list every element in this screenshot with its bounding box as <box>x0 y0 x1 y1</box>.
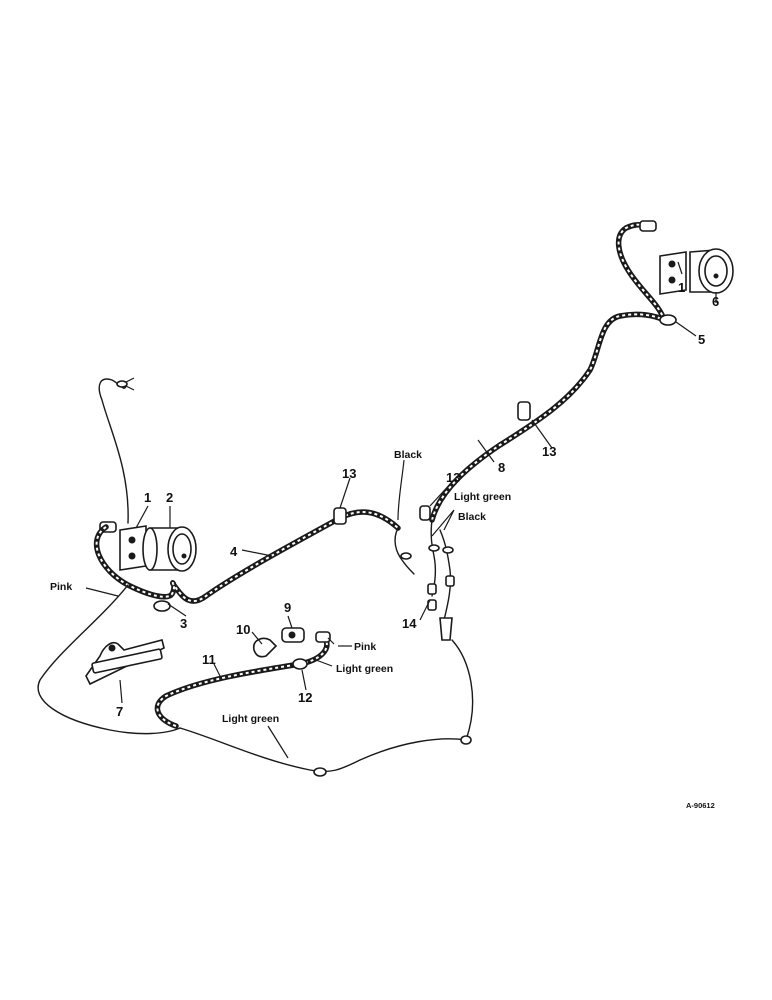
callout-6: 6 <box>712 294 719 309</box>
label-pink-connector: Pink <box>354 641 376 653</box>
label-black-top: Black <box>394 449 422 461</box>
wire-light-green-bottom <box>179 639 474 773</box>
right-lamp-bracket <box>659 251 687 295</box>
wire-left-upper <box>98 378 129 524</box>
clip-13-center <box>419 505 431 521</box>
clip-12 <box>292 658 308 670</box>
callout-11: 11 <box>202 652 216 667</box>
label-pink-left: Pink <box>50 581 72 593</box>
label-black-right: Black <box>458 511 486 523</box>
callout-10: 10 <box>236 622 250 637</box>
harness-8 <box>429 221 667 523</box>
callout-3: 3 <box>180 616 187 631</box>
left-lamp-bracket <box>119 525 147 571</box>
callout-2: 2 <box>166 490 173 505</box>
left-lamp <box>142 526 197 572</box>
callout-5: 5 <box>698 332 705 347</box>
license-bracket-7 <box>85 639 165 686</box>
lower-terminal <box>313 767 327 777</box>
callout-14: 14 <box>402 616 417 631</box>
connector-pink <box>315 631 331 643</box>
top-left-terminal <box>116 377 135 391</box>
callout-8: 8 <box>498 460 505 475</box>
clip-13-right <box>517 401 531 421</box>
wire-pink-left <box>37 584 181 735</box>
callout-1-right: 1 <box>678 280 685 295</box>
clip-5 <box>659 314 677 326</box>
callout-12: 12 <box>298 690 312 705</box>
harness-11 <box>154 637 330 729</box>
reference-code: A-90612 <box>686 801 715 810</box>
right-lower-terminal <box>460 735 472 745</box>
callout-1-left: 1 <box>144 490 151 505</box>
callout-13-center: 13 <box>446 470 460 485</box>
cap-10 <box>252 637 278 658</box>
clip-13-left <box>333 507 347 525</box>
callout-4: 4 <box>230 544 238 559</box>
clip-3 <box>153 600 171 612</box>
plug-9 <box>281 627 305 643</box>
callout-7: 7 <box>116 704 123 719</box>
callout-13-left: 13 <box>342 466 356 481</box>
junction-terminals <box>394 519 455 641</box>
right-lamp-connector <box>639 220 657 232</box>
label-light-green-connector: Light green <box>336 663 393 675</box>
leader-lines <box>85 261 717 759</box>
callout-9: 9 <box>284 600 291 615</box>
label-light-green-bottom: Light green <box>222 713 279 725</box>
callout-13-right: 13 <box>542 444 556 459</box>
label-light-green-top: Light green <box>454 491 511 503</box>
right-lamp <box>689 248 734 294</box>
